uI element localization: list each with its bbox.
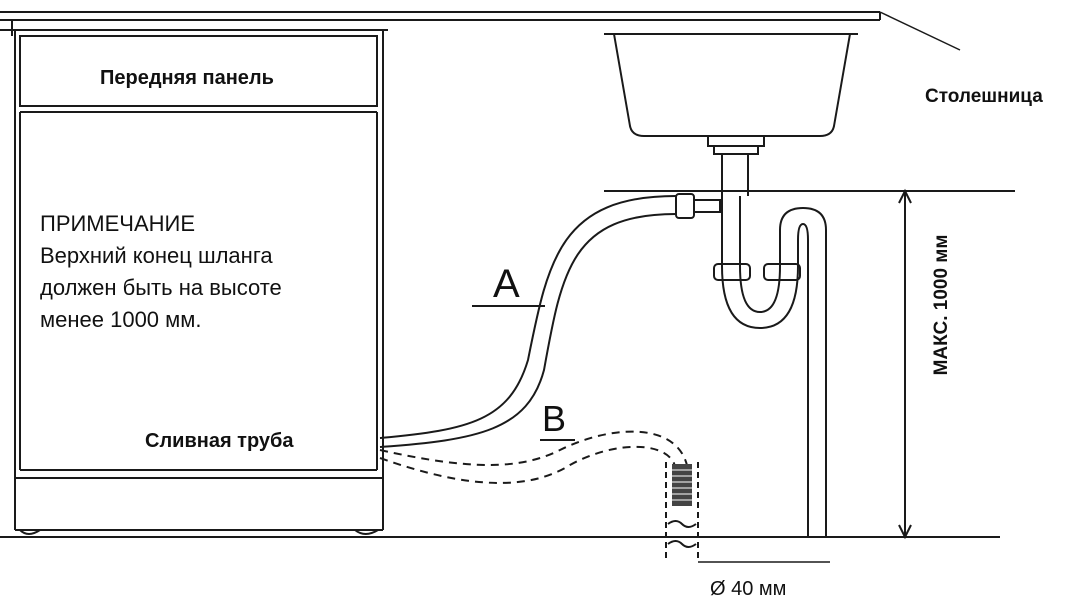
hose-b-label: B bbox=[542, 398, 567, 439]
dishwasher bbox=[0, 29, 388, 535]
max-height-label: МАКС. 1000 мм bbox=[931, 234, 952, 376]
note-title: ПРИМЕЧАНИЕ bbox=[40, 211, 196, 236]
hose-a-label: A bbox=[493, 262, 520, 306]
countertop-label: Столешница bbox=[925, 86, 1043, 107]
sink-basin bbox=[604, 33, 858, 196]
diameter-label: Ø 40 мм bbox=[710, 578, 787, 600]
siphon-trap bbox=[713, 196, 827, 537]
front-panel-label: Передняя панель bbox=[100, 67, 274, 89]
note-line-1: Верхний конец шланга bbox=[40, 243, 273, 268]
countertop bbox=[0, 11, 961, 51]
drain-pipe-label: Сливная труба bbox=[145, 430, 294, 452]
hose-a bbox=[379, 193, 721, 448]
hose-b bbox=[379, 430, 689, 484]
standpipe bbox=[665, 462, 830, 563]
note-block: ПРИМЕЧАНИЕ Верхний конец шланга должен б… bbox=[40, 208, 282, 336]
note-line-2: должен быть на высоте bbox=[40, 275, 282, 300]
height-dimension bbox=[604, 188, 1015, 540]
note-line-3: менее 1000 мм. bbox=[40, 307, 202, 332]
